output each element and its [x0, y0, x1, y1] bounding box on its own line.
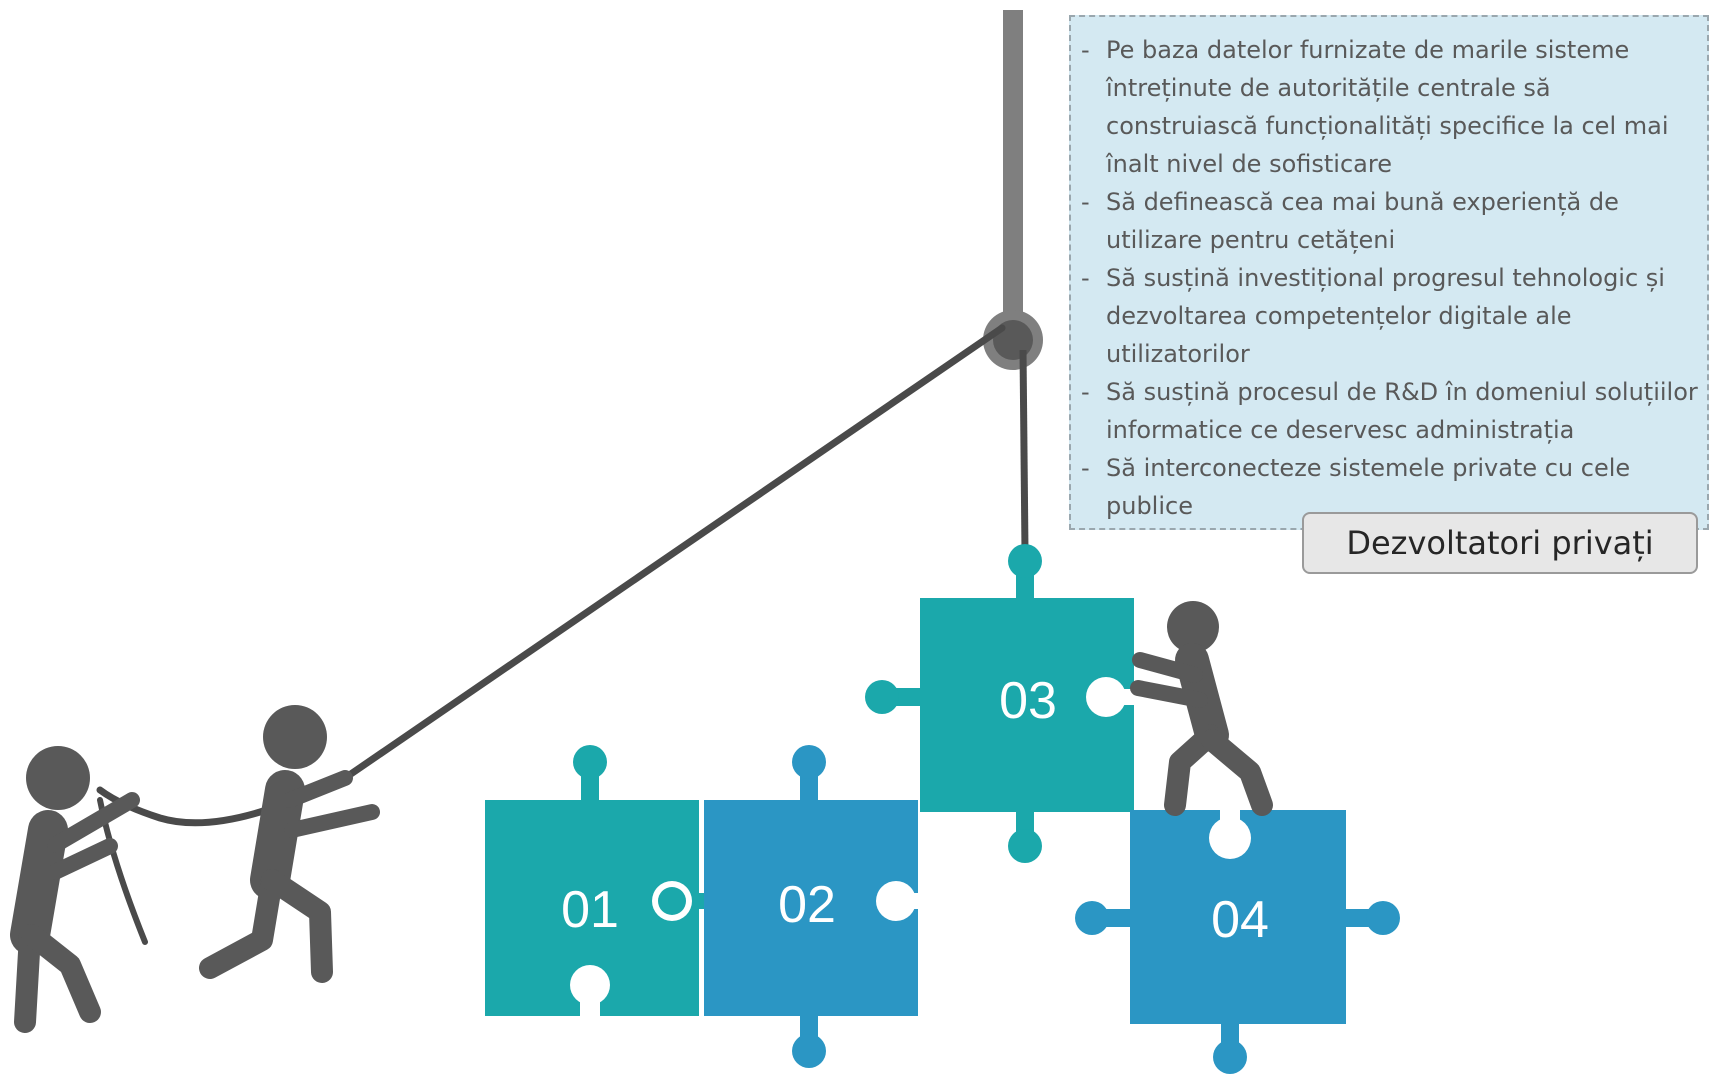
bullet-item: Să definească cea mai bună experiență de… [1081, 183, 1707, 259]
pole [1003, 10, 1023, 335]
person-pulling-front-figure [199, 705, 380, 983]
bullet-item: Să interconecteze sistemele private cu c… [1081, 449, 1707, 525]
piece-number-04: 04 [1211, 891, 1269, 949]
bullet-item: Pe baza datelor furnizate de marile sist… [1081, 31, 1707, 183]
bullet-list: Pe baza datelor furnizate de marile sist… [1071, 17, 1707, 525]
pull-rope [341, 324, 1006, 782]
puzzle-piece-01: 01 [485, 745, 709, 1018]
person-pushing-figure [1130, 601, 1273, 816]
puzzle-piece-02: 02 [704, 745, 920, 1068]
piece-number-03: 03 [999, 672, 1057, 730]
puzzle-piece-03: 03 [865, 544, 1135, 863]
description-box: Pe baza datelor furnizate de marile sist… [1069, 15, 1709, 530]
piece-number-01: 01 [561, 881, 619, 939]
pulley-icon [983, 310, 1043, 370]
person-pulling-back-figure [10, 746, 140, 1033]
hanging-rope [1019, 349, 1029, 553]
role-label: Dezvoltatori privați [1302, 512, 1698, 574]
puzzle-piece-04: 04 [1075, 808, 1400, 1074]
piece-number-02: 02 [778, 876, 836, 934]
bullet-item: Să susțină procesul de R&D în domeniul s… [1081, 373, 1707, 449]
bullet-item: Să susțină investițional progresul tehno… [1081, 259, 1707, 373]
